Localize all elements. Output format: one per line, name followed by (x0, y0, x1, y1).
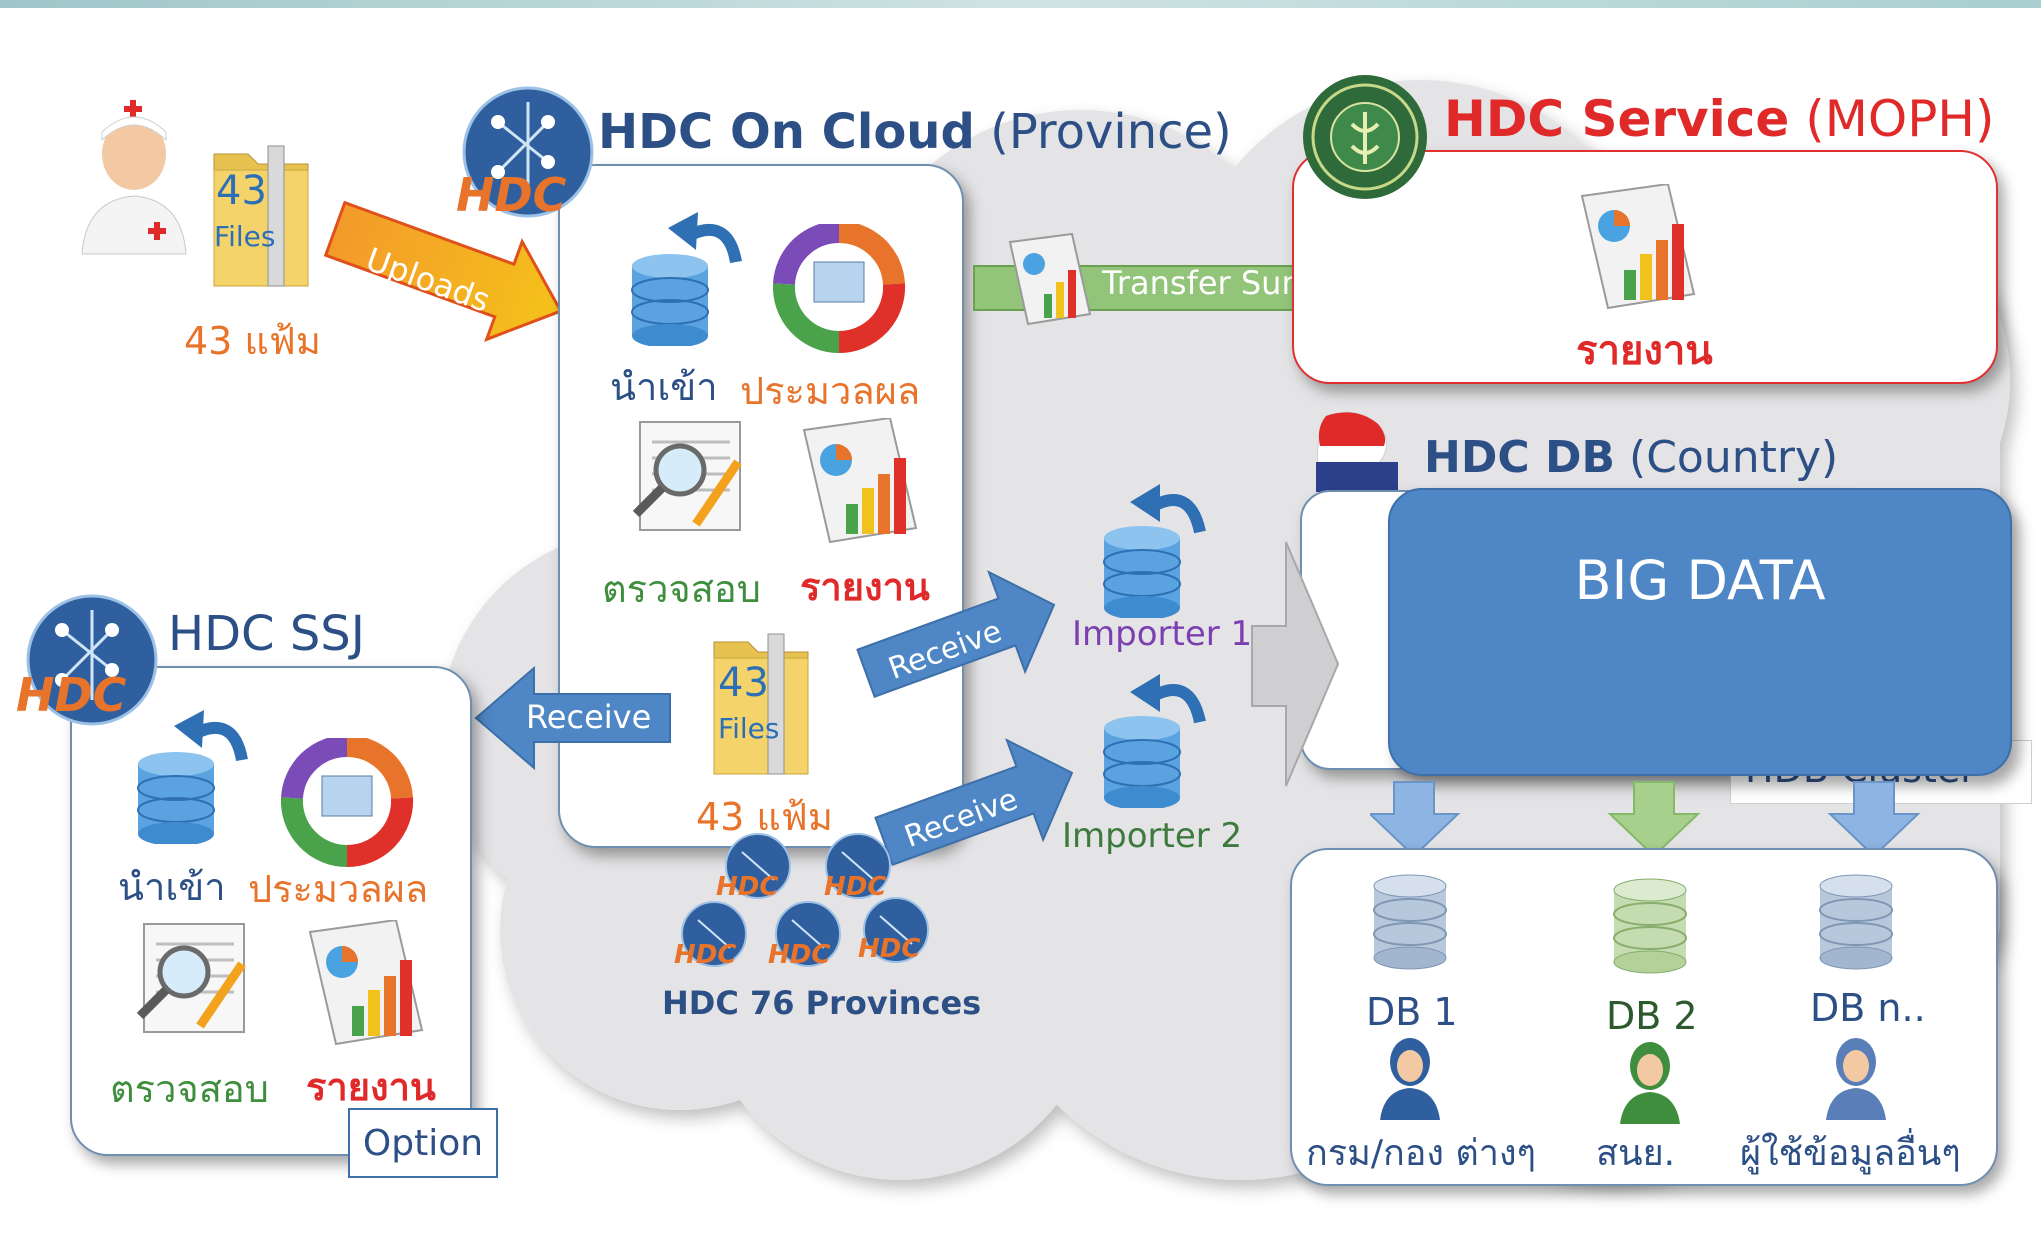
transfer-report-icon (1008, 232, 1092, 326)
ssj-check-icon (136, 923, 246, 1033)
file-word-cloud: Files (718, 712, 780, 745)
user-n-label: ผู้ใช้ข้อมูลอื่นๆ (1740, 1133, 1961, 1174)
province-logo-4: HDC (768, 940, 831, 970)
report-chart-icon (802, 418, 918, 544)
receive-label-ssj: Receive (526, 698, 652, 736)
ssj-task-import: นำเข้า (118, 865, 226, 909)
importer-1-db-icon (1103, 484, 1206, 618)
importer-2-label: Importer 2 (1062, 816, 1243, 856)
db1-label: DB 1 (1366, 990, 1458, 1034)
hdc-db-title-rest: (Country) (1629, 432, 1839, 483)
user-1-icon (1380, 1038, 1440, 1120)
task-report: รายงาน (800, 565, 930, 609)
uploads-arrow (323, 200, 563, 342)
db2-label: DB 2 (1606, 994, 1698, 1038)
receive-arrow-ssj (474, 665, 671, 771)
user-2-icon (1620, 1042, 1680, 1124)
user-2-label: สนย. (1596, 1133, 1676, 1174)
user-n-icon (1826, 1038, 1886, 1120)
hdc-cloud-title-rest: (Province) (990, 104, 1232, 160)
process-icon (772, 224, 906, 354)
ssj-process-icon (280, 738, 414, 868)
check-icon (632, 421, 742, 531)
hdc-globe-logo (462, 86, 594, 218)
service-report-icon (1580, 184, 1696, 310)
option-box: Option (348, 1108, 498, 1178)
hdc-service-title: HDC Service (MOPH) (1444, 90, 1994, 148)
importer-1-label: Importer 1 (1072, 614, 1253, 654)
hdc-db-title-bold: HDC DB (1424, 432, 1616, 483)
doctor-icon (81, 100, 187, 255)
ssj-task-report: รายงาน (306, 1065, 436, 1109)
task-import: นำเข้า (610, 365, 718, 409)
file-word: Files (214, 220, 276, 253)
dbn-icon (1819, 874, 1893, 970)
file-caption: 43 แฟ้ม (184, 319, 321, 363)
ssj-import-db-icon (137, 710, 248, 844)
receive-arrow-importer-2 (874, 738, 1074, 866)
receive-arrow-importer-1 (856, 570, 1056, 698)
dbn-label: DB n.. (1810, 986, 1926, 1030)
top-accent-bar (0, 0, 2041, 8)
moph-seal-icon (1303, 75, 1427, 199)
task-check: ตรวจสอบ (602, 567, 761, 611)
zip-folder-icon-cloud (713, 633, 809, 775)
file-caption-cloud: 43 แฟ้ม (696, 795, 833, 839)
hdc-logo-text: HDC (456, 168, 567, 222)
provinces-globes-icon (681, 833, 929, 967)
big-data-box: BIG DATA (1388, 488, 2012, 776)
ssj-task-process: ประมวลผล (248, 867, 429, 911)
importer-to-db-arrow (1251, 541, 1340, 787)
hdc-ssj-globe-logo (26, 594, 158, 726)
import-db-icon (631, 212, 742, 346)
ssj-task-check: ตรวจสอบ (110, 1067, 269, 1111)
hdc-service-title-bold: HDC Service (1444, 90, 1790, 148)
file-count-cloud: 43 (718, 660, 769, 706)
hdc-ssj-logo-text: HDC (16, 668, 127, 722)
user-1-label: กรม/กอง ต่างๆ (1306, 1133, 1536, 1174)
province-logo-3: HDC (674, 940, 737, 970)
importer-2-db-icon (1103, 674, 1206, 808)
db-down-arrows (1370, 781, 1921, 858)
province-logo-5: HDC (858, 934, 921, 964)
file-count: 43 (216, 168, 267, 214)
province-logo-2: HDC (824, 872, 887, 902)
big-data-label: BIG DATA (1574, 548, 1826, 612)
hdc-ssj-title: HDC SSJ (168, 606, 365, 662)
hdc-cloud-title-bold: HDC On Cloud (598, 104, 975, 160)
db1-icon (1373, 874, 1447, 970)
provinces-label: HDC 76 Provinces (662, 984, 982, 1022)
hdc-service-title-rest: (MOPH) (1805, 90, 1995, 148)
zip-folder-icon (213, 145, 309, 287)
province-logo-1: HDC (716, 872, 779, 902)
ssj-report-chart-icon (308, 920, 424, 1046)
hdc-ssj-panel (70, 666, 472, 1156)
hdc-db-title: HDC DB (Country) (1424, 432, 1838, 483)
hdc-cloud-title: HDC On Cloud (Province) (598, 104, 1232, 160)
db2-icon (1613, 878, 1687, 974)
service-report-label: รายงาน (1576, 328, 1713, 374)
task-process: ประมวลผล (740, 369, 921, 413)
option-label: Option (362, 1122, 484, 1164)
